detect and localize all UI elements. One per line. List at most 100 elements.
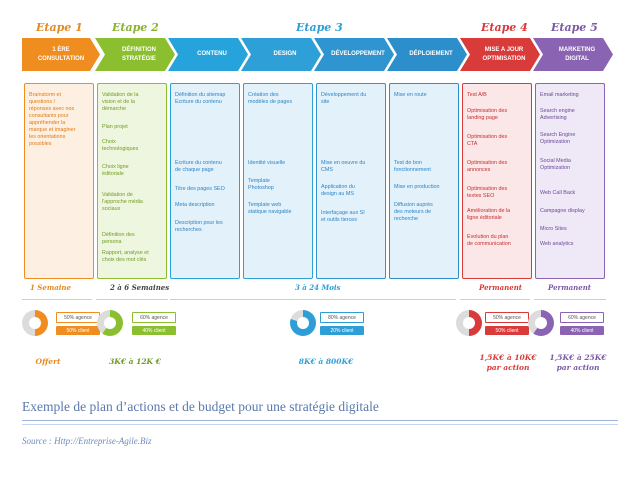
split-pie-1	[22, 310, 48, 336]
stage-label-1: Etape 1	[36, 21, 83, 34]
split-pie-2	[97, 310, 123, 336]
duration-label-3: 3 à 24 Mois	[295, 283, 341, 292]
split-pie-hole	[463, 317, 475, 329]
activity-item: Création des modèles de pages	[248, 92, 293, 106]
activity-item: Interfaçage aux SI et outils tierces	[321, 210, 365, 224]
stage-label-5: Etape 5	[551, 21, 598, 34]
split-pie-5	[528, 310, 554, 336]
activity-item: Ecriture du contenu de chaque page	[175, 160, 222, 174]
activity-item: Description pour les recherches	[175, 220, 223, 234]
step-chevron-3: CONTENU	[168, 38, 248, 71]
divider	[22, 420, 618, 421]
duration-divider	[534, 299, 606, 300]
agency-share-tag: 60% agence	[560, 312, 604, 323]
activity-item: Choix technologiques	[102, 139, 139, 153]
activity-item: Validation de la vision et de la démarch…	[102, 92, 139, 113]
page-title: Exemple de plan d’actions et de budget p…	[22, 399, 379, 414]
step-chevron-7: MISE A JOUR OPTIMISATION	[460, 38, 540, 71]
client-share-tag: 50% client	[485, 326, 529, 335]
step-chevron-2: DÉFINITION STRATÉGIE	[95, 38, 175, 71]
source-link[interactable]: Source : Http://Entreprise-Agile.Biz	[22, 436, 152, 446]
split-pie-hole	[29, 317, 41, 329]
duration-divider	[460, 299, 530, 300]
activity-column-1: Brainstorm et questions / réponses avec …	[24, 83, 94, 279]
agency-share-tag: 50% agence	[485, 312, 529, 323]
client-share-tag: 40% client	[560, 326, 604, 335]
client-share-tag: 40% client	[132, 326, 176, 335]
stage-label-2: Etape 2	[112, 21, 159, 34]
activity-item: Rapport, analyse et choix des mot clés	[102, 250, 149, 264]
duration-divider	[22, 299, 92, 300]
activity-item: Test A/B	[467, 92, 487, 98]
activity-item: Identité visuelle	[248, 160, 286, 166]
duration-label-5: Permanent	[548, 283, 592, 292]
activity-item: Template Photoshop	[248, 178, 274, 192]
budget-label-2: 3K€ à 12K €	[109, 357, 161, 366]
client-share-tag: 50% client	[56, 326, 100, 335]
duration-divider	[170, 299, 456, 300]
activity-item: Search Engine Optimization	[540, 132, 576, 146]
budget-label-5: 1,5K€ à 25K€ par action	[549, 353, 607, 373]
activity-item: Diffusion auprès des moteurs de recherch…	[394, 202, 433, 223]
split-pie-hole	[104, 317, 116, 329]
activity-item: Template web statique navigable	[248, 202, 292, 216]
step-chevron-4: DESIGN	[241, 38, 321, 71]
activity-item: Mise en route	[394, 92, 427, 98]
duration-label-1: 1 Semaine	[30, 283, 71, 292]
duration-label-2: 2 à 6 Semaines	[110, 283, 170, 292]
activity-item: Brainstorm et questions / réponses avec …	[29, 92, 76, 148]
budget-label-4: 1,5K€ à 10K€ par action	[479, 353, 537, 373]
activity-item: Optimisation des landing page	[467, 108, 508, 122]
divider	[22, 424, 618, 425]
split-pie-hole	[297, 317, 309, 329]
split-pie-3	[290, 310, 316, 336]
client-share-tag: 20% client	[320, 326, 364, 335]
activity-item: Social Media Optimization	[540, 158, 571, 172]
activity-item: Web analytics	[540, 241, 574, 247]
activity-item: Validation de l'approche média sociaux	[102, 192, 143, 213]
activity-item: Search engine Advertising	[540, 108, 575, 122]
step-chevron-6: DÉPLOIEMENT	[387, 38, 467, 71]
agency-share-tag: 80% agence	[320, 312, 364, 323]
activity-item: Développement du site	[321, 92, 367, 106]
activity-item: Meta description	[175, 202, 215, 208]
agency-share-tag: 50% agence	[56, 312, 100, 323]
agency-share-tag: 60% agence	[132, 312, 176, 323]
duration-divider	[96, 299, 168, 300]
activity-item: Plan projet	[102, 124, 128, 130]
activity-column-3: Définition du sitemap Ecriture du conten…	[170, 83, 240, 279]
activity-item: Micro Sites	[540, 226, 567, 232]
split-pie-4	[456, 310, 482, 336]
activity-item: Campagne display	[540, 208, 585, 214]
activity-item: Email marketing	[540, 92, 579, 98]
activity-item: Test de bon fonctionnement	[394, 160, 431, 174]
activity-item: Mise en production	[394, 184, 440, 190]
step-chevron-1: 1 ÈRE CONSULTATION	[22, 38, 100, 71]
stage-label-4: Etape 4	[481, 21, 528, 34]
activity-item: Définition des persona	[102, 232, 135, 246]
activity-item: Choix ligne éditoriale	[102, 164, 129, 178]
activity-item: Définition du sitemap Ecriture du conten…	[175, 92, 226, 106]
activity-item: Optimisation des annonces	[467, 160, 508, 174]
activity-column-2: Validation de la vision et de la démarch…	[97, 83, 167, 279]
activity-item: Web Call Back	[540, 190, 576, 196]
step-chevron-5: DÉVELOPPEMENT	[314, 38, 394, 71]
activity-item: Optimisation des textes SEO	[467, 186, 508, 200]
budget-label-1: Offert	[35, 357, 61, 366]
activity-item: Optimisation des CTA	[467, 134, 508, 148]
activity-item: Amélioration de la ligne éditoriale	[467, 208, 511, 222]
budget-label-3: 8K€ à 800K€	[298, 357, 354, 366]
split-pie-hole	[535, 317, 547, 329]
duration-label-4: Permanent	[479, 283, 523, 292]
stage-label-3: Etape 3	[296, 21, 343, 34]
step-chevron-8: MARKETING DIGITAL	[533, 38, 613, 71]
activity-item: Titre des pages SEO	[175, 186, 225, 192]
activity-item: Mise en oeuvre du CMS	[321, 160, 366, 174]
activity-item: Evolution du plan de communication	[467, 234, 511, 248]
activity-item: Application du design au MS	[321, 184, 355, 198]
